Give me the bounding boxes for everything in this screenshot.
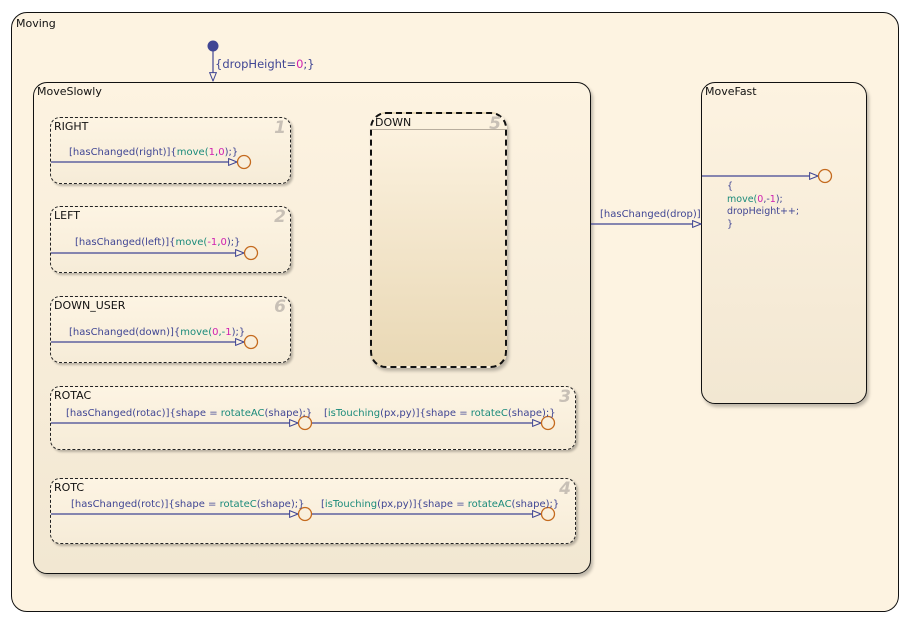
- state-name: ROTC: [54, 481, 85, 494]
- label-function: isTouching: [327, 408, 381, 419]
- label-function: isTouching: [324, 499, 378, 510]
- state-name: LEFT: [54, 209, 80, 222]
- label-text: }: [727, 218, 734, 230]
- state-name: ROTAC: [54, 389, 92, 402]
- label-function: move: [176, 147, 205, 158]
- label-text: (shape);}: [507, 408, 556, 419]
- label-function: rotateAC: [467, 499, 512, 510]
- label-text: ,: [217, 237, 221, 248]
- state-down-user[interactable]: DOWN_USER 6: [50, 296, 291, 363]
- label-text: );}: [226, 237, 241, 248]
- label-text: (shape);}: [511, 499, 560, 510]
- label-function: move: [727, 193, 754, 205]
- state-name: MoveFast: [705, 85, 757, 98]
- label-text: (: [753, 193, 758, 205]
- execution-order: 1: [274, 118, 286, 138]
- transition-label-down-user[interactable]: [hasChanged(down)]{move(0,-1);}: [69, 327, 245, 338]
- label-number: 0: [296, 57, 304, 71]
- state-name: RIGHT: [54, 120, 89, 133]
- label-number: 1: [769, 193, 776, 205]
- label-number: 1: [225, 327, 232, 338]
- execution-order: 6: [274, 297, 286, 317]
- label-text: {dropHeight=: [215, 57, 297, 71]
- label-text: ,-: [763, 193, 770, 205]
- transition-label-rotc-2[interactable]: [isTouching(px,py)]{shape = rotateAC(sha…: [321, 499, 560, 510]
- state-right[interactable]: RIGHT 1: [50, 117, 291, 184]
- state-rotac[interactable]: ROTAC 3: [50, 386, 576, 450]
- label-text: ,-: [218, 327, 226, 338]
- state-left[interactable]: LEFT 2: [50, 206, 291, 273]
- label-text: dropHeight++;: [727, 206, 800, 217]
- label-text: [hasChanged(right)]{: [69, 147, 177, 158]
- label-text: (: [204, 147, 209, 158]
- label-number: 0: [218, 147, 225, 158]
- label-number: 0: [220, 237, 227, 248]
- label-text: (shape);}: [256, 499, 305, 510]
- label-text: {: [727, 181, 734, 192]
- label-text: (: [203, 237, 208, 248]
- execution-order: 2: [274, 207, 286, 227]
- label-function: rotateC: [219, 499, 257, 510]
- label-function: move: [175, 237, 204, 248]
- transition-label-rotac-1[interactable]: [hasChanged(rotac)]{shape = rotateAC(sha…: [66, 408, 312, 419]
- label-text: (px,py)]{shape =: [380, 408, 471, 419]
- default-transition-label[interactable]: {dropHeight=0;}: [215, 57, 315, 71]
- state-down[interactable]: DOWN 5: [370, 112, 507, 368]
- label-text: [hasChanged(rotac)]{shape =: [66, 408, 221, 419]
- label-text: (px,py)]{shape =: [377, 499, 468, 510]
- label-text: [hasChanged(drop)]: [600, 209, 701, 220]
- label-number: 0: [757, 193, 764, 205]
- label-number: 1: [208, 147, 215, 158]
- execution-order: 4: [559, 479, 571, 499]
- label-number: -1: [207, 237, 218, 248]
- state-rotc[interactable]: ROTC 4: [50, 478, 576, 544]
- state-name: DOWN_USER: [54, 299, 126, 312]
- execution-order: 5: [489, 114, 501, 134]
- state-name: DOWN: [375, 116, 412, 129]
- transition-label-rotac-2[interactable]: [isTouching(px,py)]{shape = rotateC(shap…: [324, 408, 556, 419]
- label-text: );}: [224, 147, 239, 158]
- label-function: move: [180, 327, 209, 338]
- label-text: );: [775, 193, 783, 205]
- label-text: [hasChanged(rotc)]{shape =: [71, 499, 220, 510]
- state-name: Moving: [16, 17, 56, 30]
- label-number: 0: [212, 327, 219, 338]
- transition-label-to-movefast[interactable]: [hasChanged(drop)]: [600, 209, 701, 220]
- transition-label-left[interactable]: [hasChanged(left)]{move(-1,0);}: [75, 237, 241, 248]
- transition-label-right[interactable]: [hasChanged(right)]{move(1,0);}: [69, 147, 238, 158]
- state-name: MoveSlowly: [37, 85, 102, 98]
- label-text: ;}: [303, 57, 315, 71]
- label-function: rotateC: [470, 408, 508, 419]
- label-text: (shape);}: [264, 408, 313, 419]
- transition-label-movefast-entry[interactable]: { move(0,-1); dropHeight++; }: [727, 181, 799, 231]
- label-text: );}: [231, 327, 246, 338]
- label-text: (: [208, 327, 213, 338]
- transition-label-rotc-1[interactable]: [hasChanged(rotc)]{shape = rotateC(shape…: [71, 499, 304, 510]
- label-text: [hasChanged(down)]{: [69, 327, 181, 338]
- label-text: [hasChanged(left)]{: [75, 237, 176, 248]
- label-text: ,: [215, 147, 219, 158]
- label-line: move(0,-1);: [727, 194, 799, 207]
- state-movefast[interactable]: MoveFast: [701, 82, 867, 404]
- state-divider: [372, 129, 505, 130]
- label-function: rotateAC: [220, 408, 265, 419]
- execution-order: 3: [559, 387, 571, 407]
